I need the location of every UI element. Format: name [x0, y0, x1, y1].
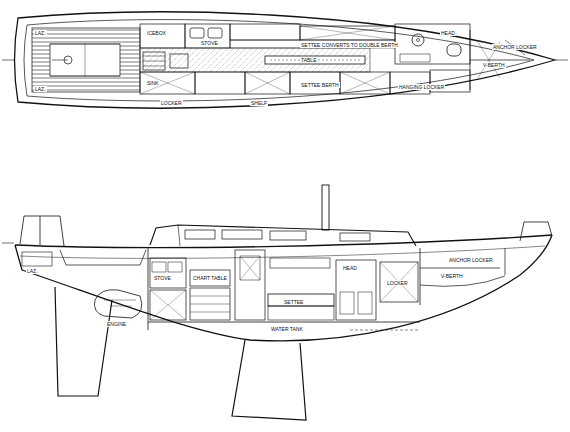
drawing-line — [15, 235, 552, 341]
drawing-line — [94, 290, 141, 318]
drawing-line — [322, 185, 329, 230]
drawing-line — [140, 72, 390, 94]
drawing-line — [185, 24, 230, 48]
drawing-line — [15, 235, 552, 248]
drawing-line — [400, 54, 430, 62]
drawing-line — [168, 262, 182, 272]
drawing-line — [470, 30, 530, 90]
part-label: HEAD — [440, 30, 456, 36]
drawing-line — [150, 290, 186, 320]
drawing-line — [178, 225, 180, 246]
part-label: ANCHOR LOCKER — [492, 44, 538, 50]
drawing-line — [104, 300, 136, 306]
part-label: ICEBOX — [146, 30, 167, 36]
part-label: LOCKER — [160, 100, 183, 106]
drawing-line — [350, 330, 420, 331]
drawing-line — [148, 248, 420, 330]
drawing-line — [232, 340, 306, 420]
drawing-line — [143, 52, 165, 70]
drawing-line — [290, 72, 340, 94]
part-label: LAZ. — [34, 30, 47, 36]
drawing-line — [240, 256, 260, 280]
part-label: WATER TANK — [270, 326, 304, 332]
drawing-line — [15, 12, 556, 108]
drawing-line — [358, 292, 372, 314]
part-label: SHELF — [250, 100, 268, 106]
drawing-line — [417, 39, 420, 42]
drawing-line — [265, 56, 365, 64]
drawing-line — [270, 258, 330, 268]
drawing-line — [240, 256, 260, 280]
part-label: SINK — [146, 80, 160, 86]
drawing-line — [395, 24, 470, 64]
drawing-line — [270, 231, 306, 240]
drawing-line — [170, 54, 188, 68]
drawing-line — [390, 72, 430, 94]
drawing-line — [143, 56, 165, 66]
drawing-line — [24, 20, 534, 101]
part-label: STOVE — [200, 40, 219, 46]
part-label: LOCKER — [386, 280, 409, 286]
drawing-line — [268, 306, 334, 320]
drawing-line — [300, 26, 395, 40]
drawing-line — [148, 322, 420, 323]
drawing-line — [150, 290, 186, 320]
drawing-line — [380, 262, 418, 302]
drawing-line — [300, 26, 395, 40]
drawing-line — [50, 44, 120, 76]
part-label: ANCHOR LOCKER — [448, 257, 494, 263]
drawing-line — [340, 292, 354, 314]
drawing-line — [505, 248, 506, 275]
part-label: HEAD — [342, 265, 358, 271]
drawing-line — [185, 230, 215, 239]
drawing-line — [152, 262, 166, 272]
drawing-line — [140, 48, 370, 72]
part-label: V-BERTH — [482, 62, 506, 68]
part-label: STOVE — [153, 275, 172, 281]
drawing-line — [50, 44, 120, 76]
drawing-line — [208, 28, 222, 38]
drawing-line — [447, 44, 461, 56]
drawing-line — [230, 24, 300, 40]
drawing-line — [520, 222, 552, 241]
drawing-line — [336, 260, 376, 320]
drawing-line — [2, 12, 568, 420]
drawing-line — [60, 250, 146, 265]
drawing-line — [222, 230, 262, 239]
part-label: CHART TABLE — [192, 275, 228, 281]
drawing-line — [190, 28, 204, 38]
drawing-line — [190, 288, 230, 320]
part-label: LAZ. — [26, 268, 39, 274]
part-label: TABLE — [300, 57, 317, 63]
part-label: SETTEE — [283, 299, 304, 305]
drawing-line — [140, 24, 185, 48]
drawing-line — [52, 60, 68, 61]
drawing-line — [380, 262, 418, 302]
part-label: HANGING LOCKER — [398, 84, 445, 90]
part-label: SETTEE BERTH — [300, 82, 340, 88]
drawing-line — [32, 28, 140, 92]
part-label: SETTEE CONVERTS TO DOUBLE BERTH — [300, 42, 399, 48]
drawing-line — [150, 258, 186, 288]
part-label: LAZ. — [34, 86, 47, 92]
part-label: V-BERTH — [440, 273, 464, 279]
part-label: ENGINE — [106, 321, 127, 327]
drawing-line — [22, 252, 52, 266]
drawing-line — [340, 233, 370, 241]
drawing-line — [420, 268, 505, 286]
drawing-line — [268, 294, 334, 306]
drawing-line — [150, 225, 416, 246]
drawing-line — [190, 270, 230, 286]
drawing-line — [195, 72, 245, 94]
drawing-line — [235, 250, 265, 320]
drawing-line — [20, 216, 64, 246]
drawing-line — [2, 243, 14, 244]
drawing-line — [412, 34, 424, 46]
drawing-line — [55, 287, 112, 396]
drawing-line — [190, 296, 230, 312]
